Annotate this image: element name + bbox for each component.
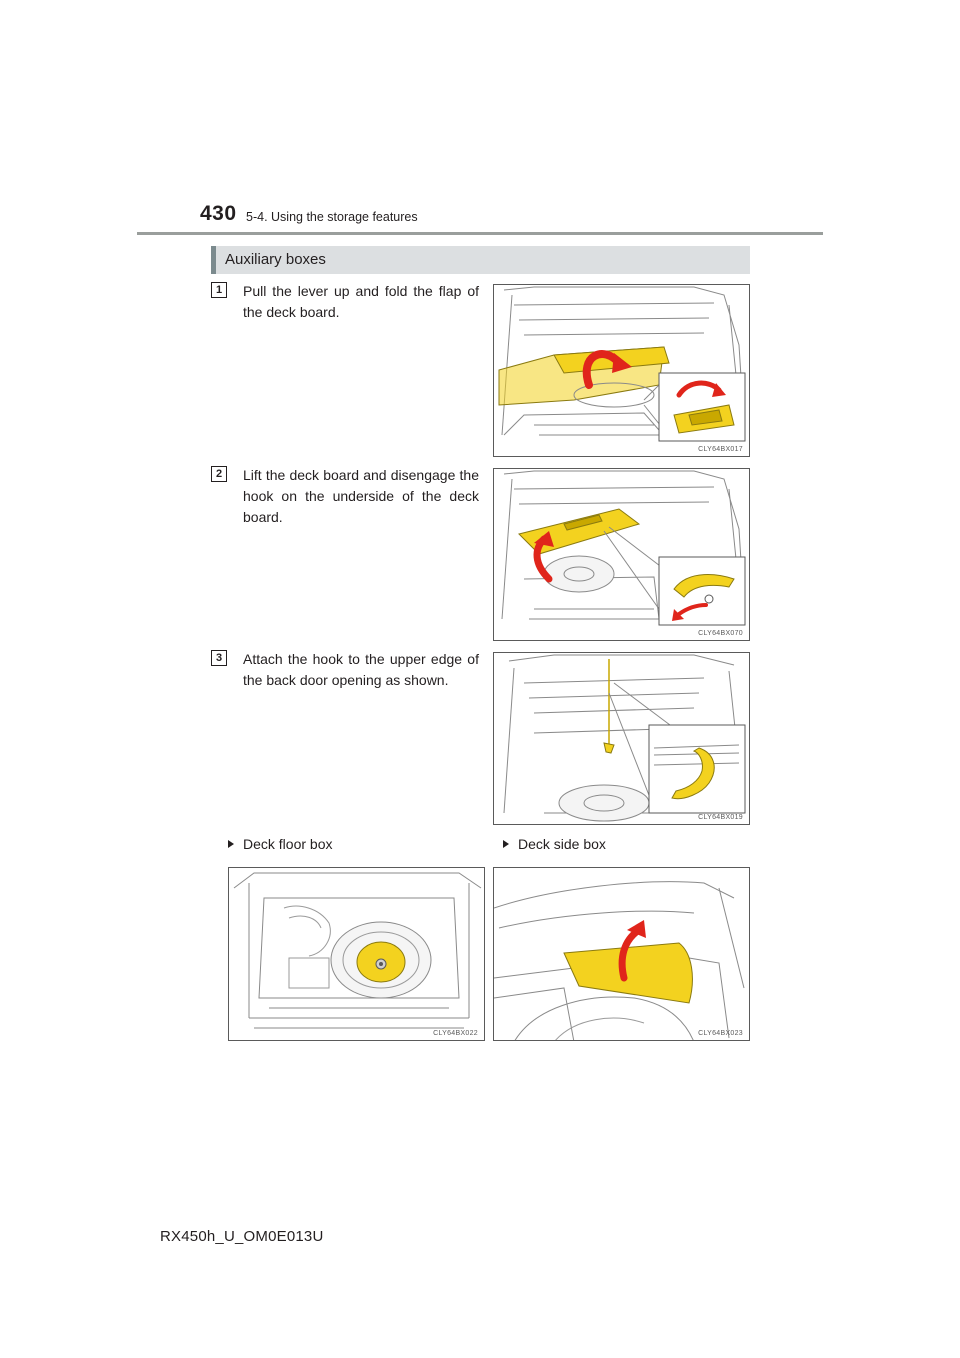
step-3-text: Attach the hook to the upper edge of the… [243,651,479,688]
step-2-image-code: CLY64BX070 [698,630,743,637]
step-2-illustration: CLY64BX070 [493,468,750,641]
page-number: 430 [200,202,237,225]
deck-board-lift-illustration [501,470,746,626]
header-rule [137,232,823,235]
hook-attach-illustration [503,654,746,822]
step-3-image-code: CLY64BX019 [698,814,743,821]
deck-side-box-caption: Deck side box [503,836,606,852]
step-2-text: Lift the deck board and disengage the ho… [243,467,479,525]
side-storage-illustration [494,881,745,1040]
section-title: 5-4. Using the storage features [246,210,418,224]
deck-floor-box-image-code: CLY64BX022 [433,1030,478,1037]
deck-side-box-image-code: CLY64BX023 [698,1030,743,1037]
deck-side-box-illustration: CLY64BX023 [493,867,750,1041]
step-1-text: Pull the lever up and fold the flap of t… [243,283,479,320]
deck-floor-box-caption: Deck floor box [228,836,332,852]
step-1-image-code: CLY64BX017 [698,446,743,453]
cargo-area-flap-illustration [498,286,746,442]
section-heading: Auxiliary boxes [211,246,750,274]
step-1-illustration: CLY64BX017 [493,284,750,457]
model-code-footer: RX450h_U_OM0E013U [160,1228,324,1245]
deck-side-box-label: Deck side box [518,836,606,852]
deck-floor-box-illustration: CLY64BX022 [228,867,485,1041]
step-3-badge: 3 [211,650,227,666]
deck-floor-box-label: Deck floor box [243,836,333,852]
spare-tire-well-illustration [233,872,482,1029]
section-heading-label: Auxiliary boxes [225,251,326,268]
step-3-illustration: CLY64BX019 [493,652,750,825]
step-1-badge: 1 [211,282,227,298]
step-2-badge: 2 [211,466,227,482]
bullet-triangle-icon [503,840,509,848]
bullet-triangle-icon [228,840,234,848]
section-accent [211,246,216,274]
